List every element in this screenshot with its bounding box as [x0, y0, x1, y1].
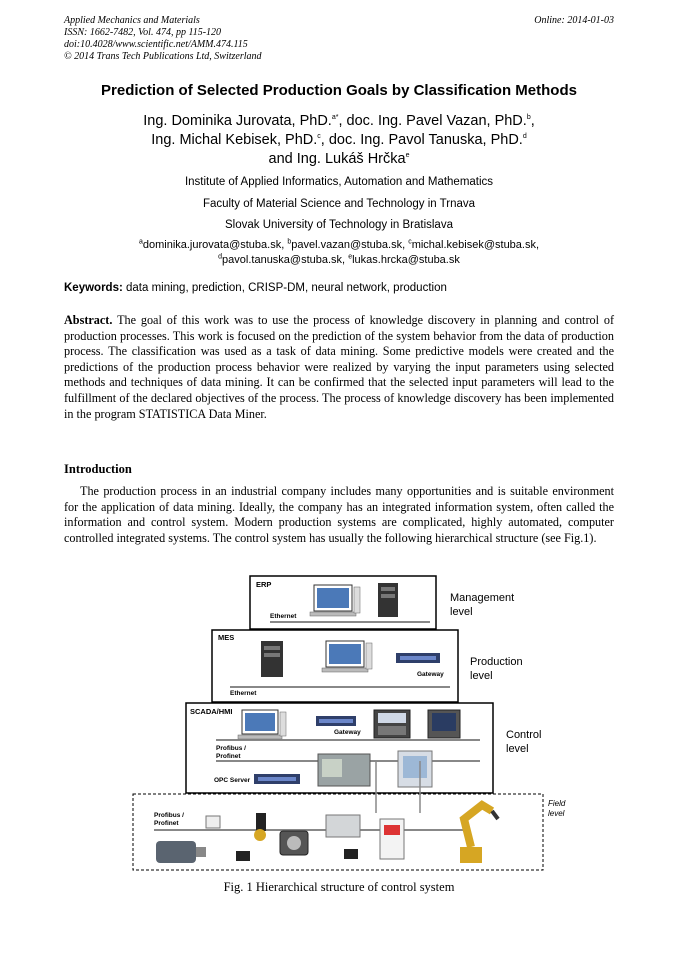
hmi-panel-icon: [427, 709, 461, 739]
email-list: adominika.jurovata@stuba.sk, bpavel.vaza…: [138, 238, 540, 266]
motor-icon: [156, 841, 206, 863]
affiliation-line: Slovak University of Technology in Brati…: [225, 219, 453, 231]
keywords: Keywords: data mining, prediction, CRISP…: [64, 282, 447, 294]
abstract: Abstract. The goal of this work was to u…: [64, 313, 614, 422]
server-icon: [261, 641, 283, 677]
author-name: and Ing. Lukáš Hrčka: [268, 151, 406, 167]
pc-icon: [237, 709, 287, 740]
ethernet-label: Ethernet: [230, 690, 257, 697]
gateway-icon: [316, 716, 356, 726]
pc-icon: [309, 584, 361, 617]
keywords-text: data mining, prediction, CRISP-DM, neura…: [126, 282, 447, 294]
io-module-icon: [325, 814, 361, 859]
erp-label: ERP: [256, 580, 271, 589]
hierarchy-figure: ERP Ethernet Management level MES Ethern…: [132, 575, 566, 871]
author-list: Ing. Dominika Jurovata, PhD.a*, doc. Ing…: [143, 113, 535, 167]
author-name: , doc. Ing. Pavol Tanuska, PhD.: [320, 132, 523, 148]
management-layer: ERP Ethernet Management level: [249, 575, 514, 630]
email-address[interactable]: lukas.hrcka@stuba.sk: [352, 254, 460, 266]
level-label: level: [470, 670, 493, 682]
mes-label: MES: [218, 633, 234, 642]
hmi-panel-icon: [373, 709, 411, 739]
profibus-label: Profinet: [154, 820, 179, 827]
author-name: Ing. Michal Kebisek, PhD.: [151, 132, 318, 148]
sensor-icon: [205, 815, 250, 861]
valve-icon: [254, 813, 266, 841]
abstract-text: The goal of this work was to use the pro…: [64, 313, 614, 421]
plc-icon: [317, 753, 371, 787]
level-label: Management: [450, 592, 514, 604]
profibus-label: Profibus /: [154, 812, 184, 819]
frequency-converter-icon: [379, 818, 405, 860]
profibus-label: Profibus /: [216, 745, 246, 752]
ethernet-label: Ethernet: [270, 613, 297, 620]
production-layer: MES Ethernet Gateway Production level: [211, 629, 523, 703]
email-address[interactable]: pavol.tanuska@stuba.sk,: [222, 254, 346, 266]
touch-panel-icon: [397, 750, 433, 788]
journal-doi: doi:10.4028/www.scientific.net/AMM.474.1…: [64, 39, 248, 50]
level-label: Field: [548, 799, 566, 808]
email-address[interactable]: pavel.vazan@stuba.sk,: [291, 239, 406, 251]
affiliation-line: Faculty of Material Science and Technolo…: [202, 198, 476, 210]
paper-title: Prediction of Selected Production Goals …: [101, 82, 577, 99]
gateway-label: Gateway: [417, 671, 444, 678]
author-name: , doc. Ing. Pavel Vazan, PhD.: [338, 113, 527, 129]
email-address[interactable]: dominika.jurovata@stuba.sk,: [142, 239, 285, 251]
keywords-label: Keywords:: [64, 282, 123, 294]
gateway-icon: [396, 653, 440, 663]
online-date: Online: 2014-01-03: [534, 15, 614, 26]
journal-header: Applied Mechanics and Materials ISSN: 16…: [64, 15, 262, 63]
level-label: Production: [470, 656, 523, 668]
field-layer: Profibus / Profinet Field level: [132, 761, 566, 871]
figure-caption: Fig. 1 Hierarchical structure of control…: [223, 880, 455, 894]
level-label: Control: [506, 729, 541, 741]
drive-icon: [279, 830, 309, 856]
abstract-label: Abstract.: [64, 313, 113, 327]
server-icon: [378, 583, 398, 617]
level-label: level: [450, 606, 473, 618]
control-layer: SCADA/HMI Profibus / Profinet OPC Server…: [185, 702, 541, 794]
opc-server-icon: [254, 774, 300, 784]
introduction-text: The production process in an industrial …: [64, 484, 614, 545]
level-label: level: [548, 809, 565, 818]
level-label: level: [506, 743, 529, 755]
profibus-label: Profinet: [216, 753, 241, 760]
email-address[interactable]: michal.kebisek@stuba.sk,: [411, 239, 540, 251]
author-name: Ing. Dominika Jurovata, PhD.: [143, 113, 332, 129]
gateway-label: Gateway: [334, 729, 361, 736]
journal-issn: ISSN: 1662-7482, Vol. 474, pp 115-120: [64, 27, 222, 38]
pc-icon: [321, 640, 373, 673]
scada-label: SCADA/HMI: [190, 707, 233, 716]
section-heading: Introduction: [64, 462, 132, 476]
opc-server-label: OPC Server: [214, 777, 251, 784]
robot-icon: [459, 800, 500, 863]
journal-name: Applied Mechanics and Materials: [64, 15, 200, 26]
journal-copyright: © 2014 Trans Tech Publications Ltd, Swit…: [64, 51, 262, 62]
affiliation-line: Institute of Applied Informatics, Automa…: [184, 176, 494, 188]
